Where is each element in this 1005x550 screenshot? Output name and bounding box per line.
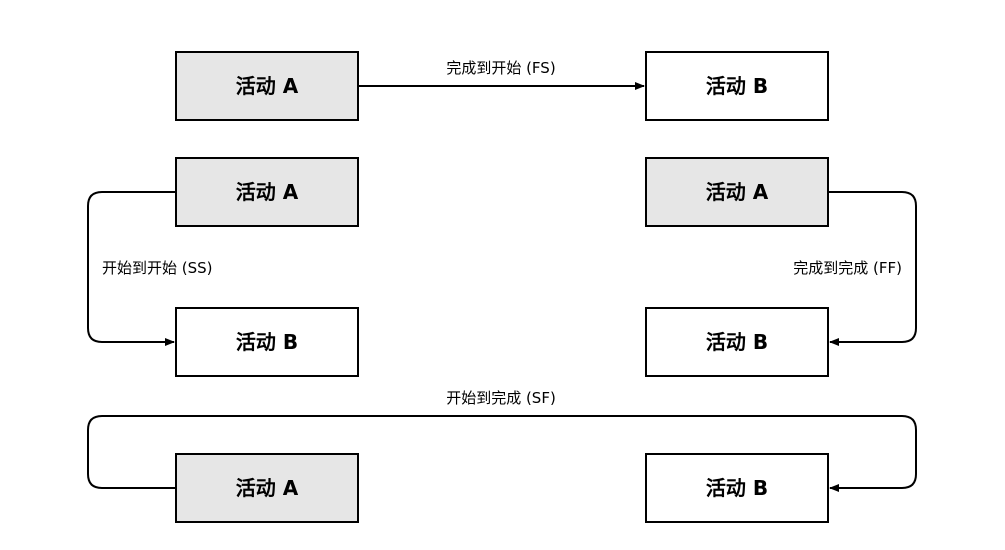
fs-relation-label: 完成到开始 (FS) bbox=[446, 59, 555, 77]
ss-connector-arrow bbox=[87, 191, 176, 346]
fs-activity-b-label: 活动 B bbox=[706, 74, 768, 98]
ff-activity-b-label: 活动 B bbox=[706, 330, 768, 354]
fs-activity-a-box bbox=[175, 51, 359, 121]
relation-ff: 活动 A 活动 B 完成到完成 (FF) bbox=[645, 157, 917, 377]
ss-activity-a-box bbox=[175, 157, 359, 227]
sf-connector-arrow bbox=[87, 415, 917, 492]
sf-activity-b-label: 活动 B bbox=[706, 476, 768, 500]
ss-relation-label: 开始到开始 (SS) bbox=[102, 259, 213, 277]
sf-activity-b-box bbox=[645, 453, 829, 523]
ff-relation-label: 完成到完成 (FF) bbox=[793, 259, 902, 277]
ff-activity-a-label: 活动 A bbox=[706, 180, 769, 204]
sf-relation-label: 开始到完成 (SF) bbox=[446, 389, 556, 407]
fs-activity-a-label: 活动 A bbox=[236, 74, 299, 98]
sf-activity-a-box bbox=[175, 453, 359, 523]
relation-fs: 活动 A 活动 B 完成到开始 (FS) bbox=[175, 51, 829, 121]
ss-activity-a-label: 活动 A bbox=[236, 180, 299, 204]
ss-activity-b-label: 活动 B bbox=[236, 330, 298, 354]
sf-activity-a-label: 活动 A bbox=[236, 476, 299, 500]
ff-activity-b-box bbox=[645, 307, 829, 377]
relation-ss: 活动 A 活动 B 开始到开始 (SS) bbox=[87, 157, 359, 377]
relation-sf: 活动 A 活动 B 开始到完成 (SF) bbox=[87, 389, 917, 523]
fs-activity-b-box bbox=[645, 51, 829, 121]
ss-activity-b-box bbox=[175, 307, 359, 377]
ff-connector-arrow bbox=[828, 191, 917, 346]
